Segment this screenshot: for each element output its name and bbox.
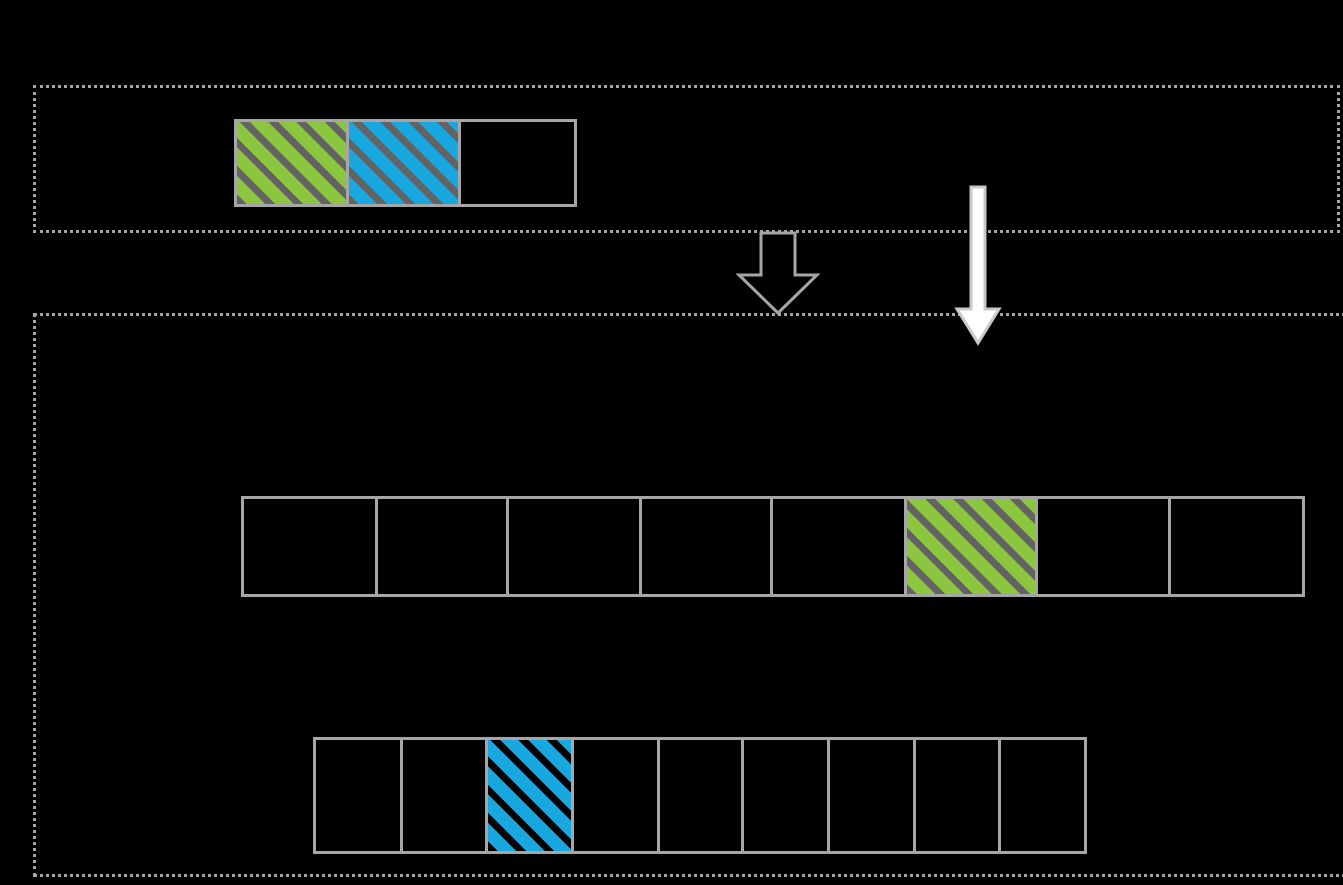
- source-cell-1[interactable]: [346, 119, 461, 207]
- source-row: [234, 119, 577, 207]
- bottom-cell-2[interactable]: [485, 737, 574, 854]
- bottom-cell-6[interactable]: [827, 737, 916, 854]
- bottom-cell-8[interactable]: [998, 737, 1087, 854]
- middle-cell-1[interactable]: [375, 496, 509, 597]
- bottom-row: [313, 737, 1087, 854]
- source-cell-2[interactable]: [458, 119, 577, 207]
- middle-cell-4[interactable]: [770, 496, 907, 597]
- middle-cell-3[interactable]: [639, 496, 773, 597]
- source-cell-0[interactable]: [234, 119, 349, 207]
- filled-white-arrow-down-icon: [954, 185, 1002, 347]
- middle-cell-7[interactable]: [1168, 496, 1305, 597]
- middle-cell-6[interactable]: [1035, 496, 1171, 597]
- bottom-cell-3[interactable]: [571, 737, 660, 854]
- middle-cell-2[interactable]: [506, 496, 642, 597]
- bottom-cell-4[interactable]: [657, 737, 744, 854]
- bottom-cell-7[interactable]: [913, 737, 1001, 854]
- bottom-cell-0[interactable]: [313, 737, 403, 854]
- outline-block-arrow-down-icon: [736, 231, 820, 317]
- middle-row: [241, 496, 1305, 597]
- bottom-cell-5[interactable]: [741, 737, 830, 854]
- bottom-cell-1[interactable]: [400, 737, 488, 854]
- lower-region-boundary: [33, 313, 1343, 877]
- upper-region-boundary: [33, 85, 1340, 233]
- middle-cell-0[interactable]: [241, 496, 378, 597]
- middle-cell-5[interactable]: [904, 496, 1038, 597]
